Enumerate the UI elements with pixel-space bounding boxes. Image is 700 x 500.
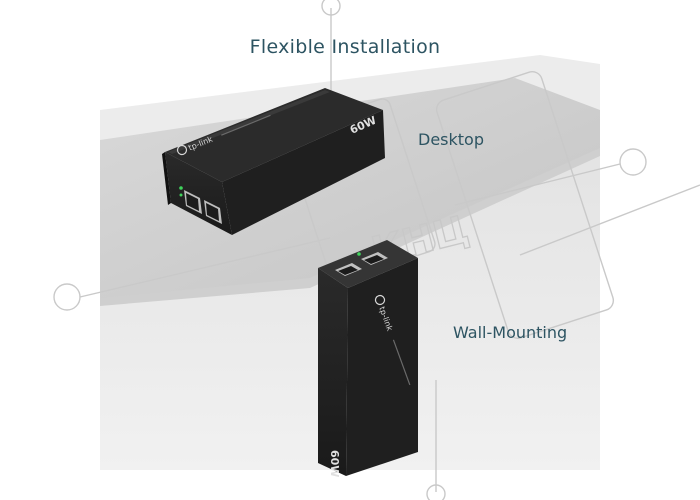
- desktop-device-top: [165, 88, 383, 182]
- desktop-poe-injector: tp-link 60W: [162, 88, 385, 235]
- wall-poe-injector: tp-link 60W: [318, 240, 418, 477]
- desktop-status-led: [179, 186, 183, 190]
- page-title: Flexible Installation: [249, 36, 441, 58]
- desktop-label: Desktop: [418, 130, 484, 149]
- wall-device-side: [346, 258, 418, 476]
- wall-ethernet-ports: [335, 252, 388, 276]
- desktop-device-side: [222, 110, 385, 235]
- wall-mounting-label: Wall-Mounting: [453, 323, 568, 342]
- wall-device-front: [318, 268, 348, 476]
- wall-device-top: [318, 240, 418, 288]
- wall-wattage-text: 60W: [328, 450, 341, 477]
- wall-status-led: [357, 252, 361, 256]
- desktop-ethernet-ports: [179, 186, 222, 224]
